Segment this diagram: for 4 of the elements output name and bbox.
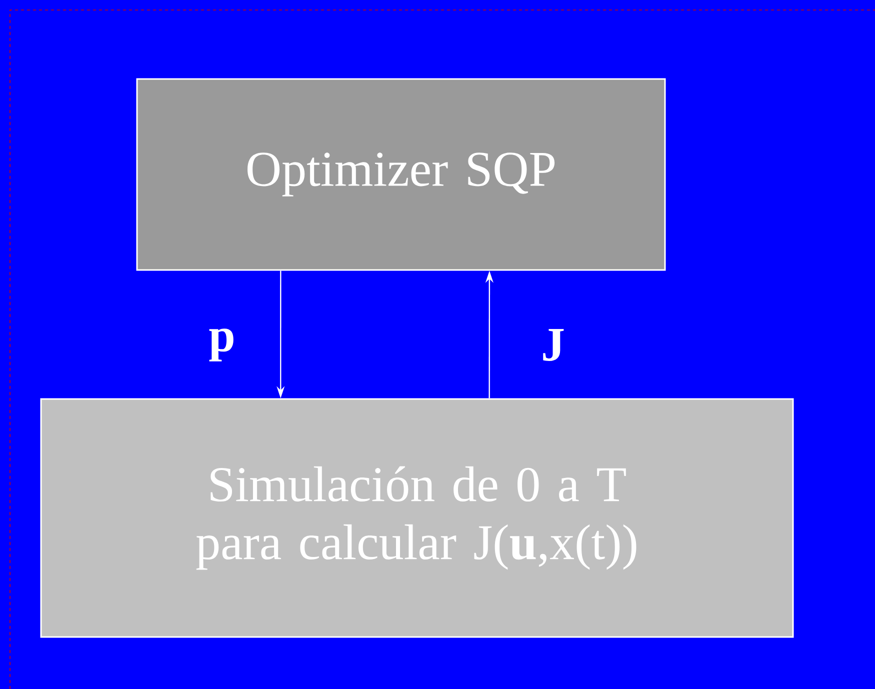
process-box: Optimizer SQP: [136, 78, 666, 271]
edge-label: p: [208, 328, 236, 362]
process-box: Simulación de 0 a T para calcular J(u,x(t)): [40, 398, 794, 638]
edge-label: J: [540, 328, 566, 362]
